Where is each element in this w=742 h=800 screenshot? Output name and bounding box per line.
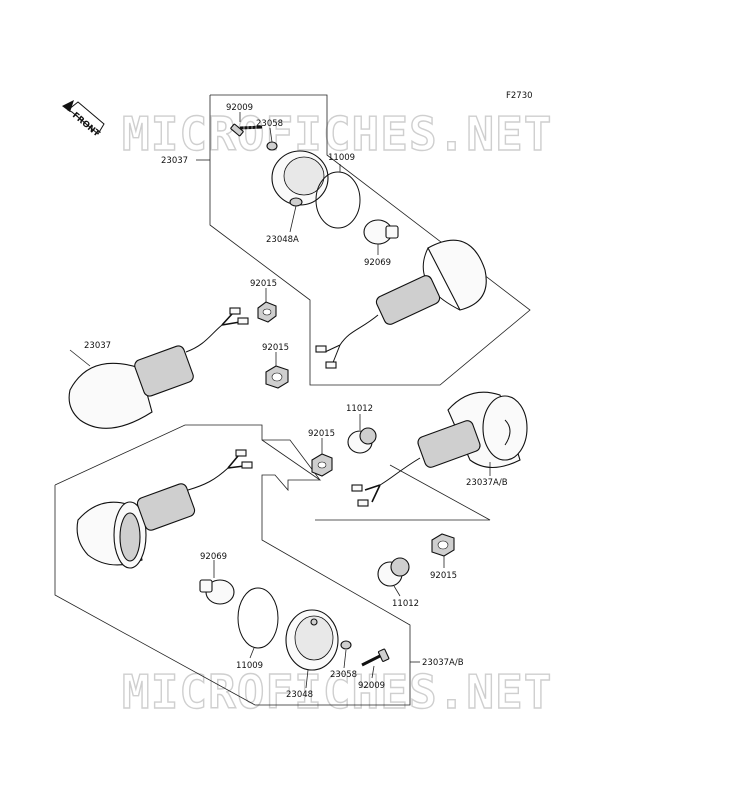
figure-code: F2730 [506,91,533,101]
label-92009-bottom: 92009 [358,681,385,691]
label-23037AB-bottom: 23037A/B [422,658,464,668]
group-frame-bottom [54,424,411,706]
label-11012-top: 11012 [346,404,373,414]
label-23048A: 23048A [266,235,299,245]
label-23058-top: 23058 [256,119,283,129]
label-11009-top: 11009 [328,153,355,163]
turn-signal-left [68,307,249,429]
label-92015-a: 92015 [250,279,277,289]
label-23058-bottom: 23058 [330,670,357,680]
watermark-bottom: MICROFICHES.NET [122,665,552,719]
bulb-92069-top [363,219,399,245]
label-23048: 23048 [286,690,313,700]
bolt-92009-top [230,123,263,137]
lens-23048 [285,609,339,671]
label-92015-d: 92015 [430,571,457,581]
gasket-11009-bottom [237,587,279,649]
watermark-top: MICROFICHES.NET [122,107,552,161]
label-11009-bottom: 11009 [236,661,263,671]
bolt-92009-bottom [361,648,390,667]
label-92015-c: 92015 [308,429,335,439]
nut-92015-a [257,301,277,323]
front-arrow-icon: FRONT [62,100,105,139]
spacer-11012-bottom [377,557,410,587]
turn-signal-middle-right [351,391,528,507]
lens-23048A [271,150,329,207]
label-92069-top: 92069 [364,258,391,268]
label-23037-top: 23037 [161,156,188,166]
spacer-11012-top [347,427,377,454]
gasket-11009-top [315,171,361,229]
label-92069-bottom: 92069 [200,552,227,562]
washer-23058-bottom [340,640,352,650]
washer-23058-top [266,141,278,151]
group-frame-right [262,439,321,481]
leader-lines [69,112,491,689]
group-frame-top [209,94,531,386]
label-92009-top: 92009 [226,103,253,113]
nut-92015-b [265,365,289,389]
turn-signal-bottom-left [76,449,253,569]
group-frame-right-lower [315,464,491,521]
label-23037-left: 23037 [84,341,111,351]
bulb-92069-bottom [199,579,235,605]
nut-92015-d [431,533,455,557]
nut-92015-c [311,453,333,477]
label-92015-b: 92015 [262,343,289,353]
turn-signal-top-right [315,239,487,369]
label-11012-bottom: 11012 [392,599,419,609]
label-23037AB-right: 23037A/B [466,478,508,488]
